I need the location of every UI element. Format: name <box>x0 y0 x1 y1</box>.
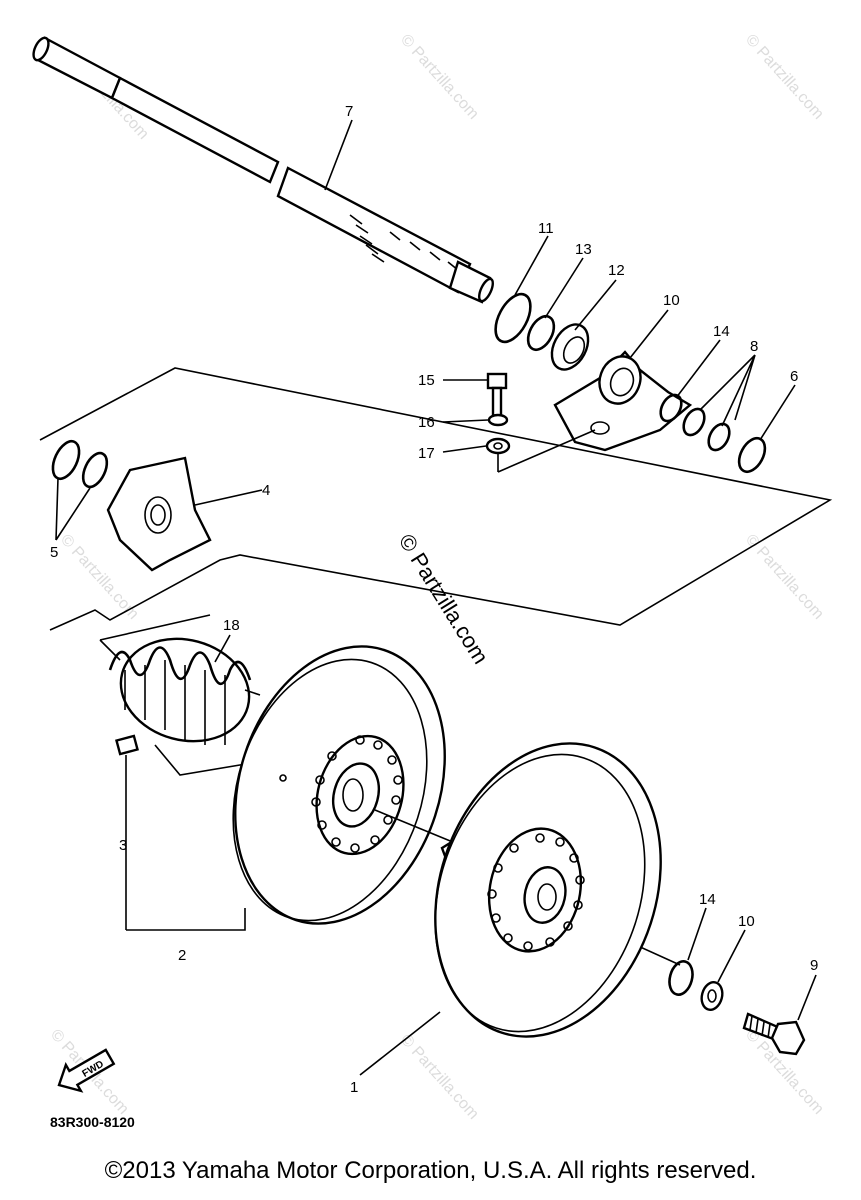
callout-8: 8 <box>750 338 758 355</box>
callout-19: 18 <box>223 617 240 634</box>
callout-11: 10 <box>663 292 680 309</box>
callout-numbers: 7 11 13 12 10 14 8 6 15 16 17 4 5 18 3 2… <box>50 103 818 1096</box>
end-hardware <box>668 960 806 1056</box>
callout-4: 4 <box>262 482 270 499</box>
washer-14 <box>526 314 556 352</box>
watermark-faint: © Partzilla.com <box>397 1031 482 1122</box>
callout-13: 11 <box>538 220 554 237</box>
callout-16: 15 <box>418 372 435 389</box>
slider-block <box>115 734 246 931</box>
assembly-outline <box>39 367 833 631</box>
callout-5: 5 <box>50 544 58 561</box>
callout-14-bottom: 14 <box>699 891 716 908</box>
leader-lines <box>55 119 817 1076</box>
circlip-13 <box>494 292 532 344</box>
primary-sheave <box>232 645 446 925</box>
callout-15: 14 <box>713 323 730 340</box>
callout-2: 2 <box>178 947 186 964</box>
watermark-faint: © Partzilla.com <box>742 31 827 122</box>
bearing-12 <box>550 323 590 371</box>
drawing-code: 83R300-8120 <box>50 1114 135 1130</box>
secondary-sheave <box>434 742 662 1038</box>
callout-1: 1 <box>350 1079 358 1096</box>
shaft <box>32 36 495 304</box>
callout-9: 9 <box>810 957 818 974</box>
cam-and-washers <box>51 439 212 572</box>
callout-10: 10 <box>738 913 755 930</box>
bracket-bolt <box>485 372 596 473</box>
callout-18: 17 <box>418 445 435 462</box>
callout-6: 6 <box>790 368 798 385</box>
callout-7: 7 <box>345 103 353 120</box>
bearing-assembly <box>494 292 767 474</box>
callout-12: 12 <box>608 262 625 279</box>
callout-3: 3 <box>119 837 127 854</box>
callout-17: 16 <box>418 414 435 431</box>
spring <box>99 614 271 776</box>
copyright-notice: ©2013 Yamaha Motor Corporation, U.S.A. A… <box>104 1157 757 1184</box>
callout-14-top: 13 <box>575 241 592 258</box>
watermark-faint: © Partzilla.com <box>397 31 482 122</box>
